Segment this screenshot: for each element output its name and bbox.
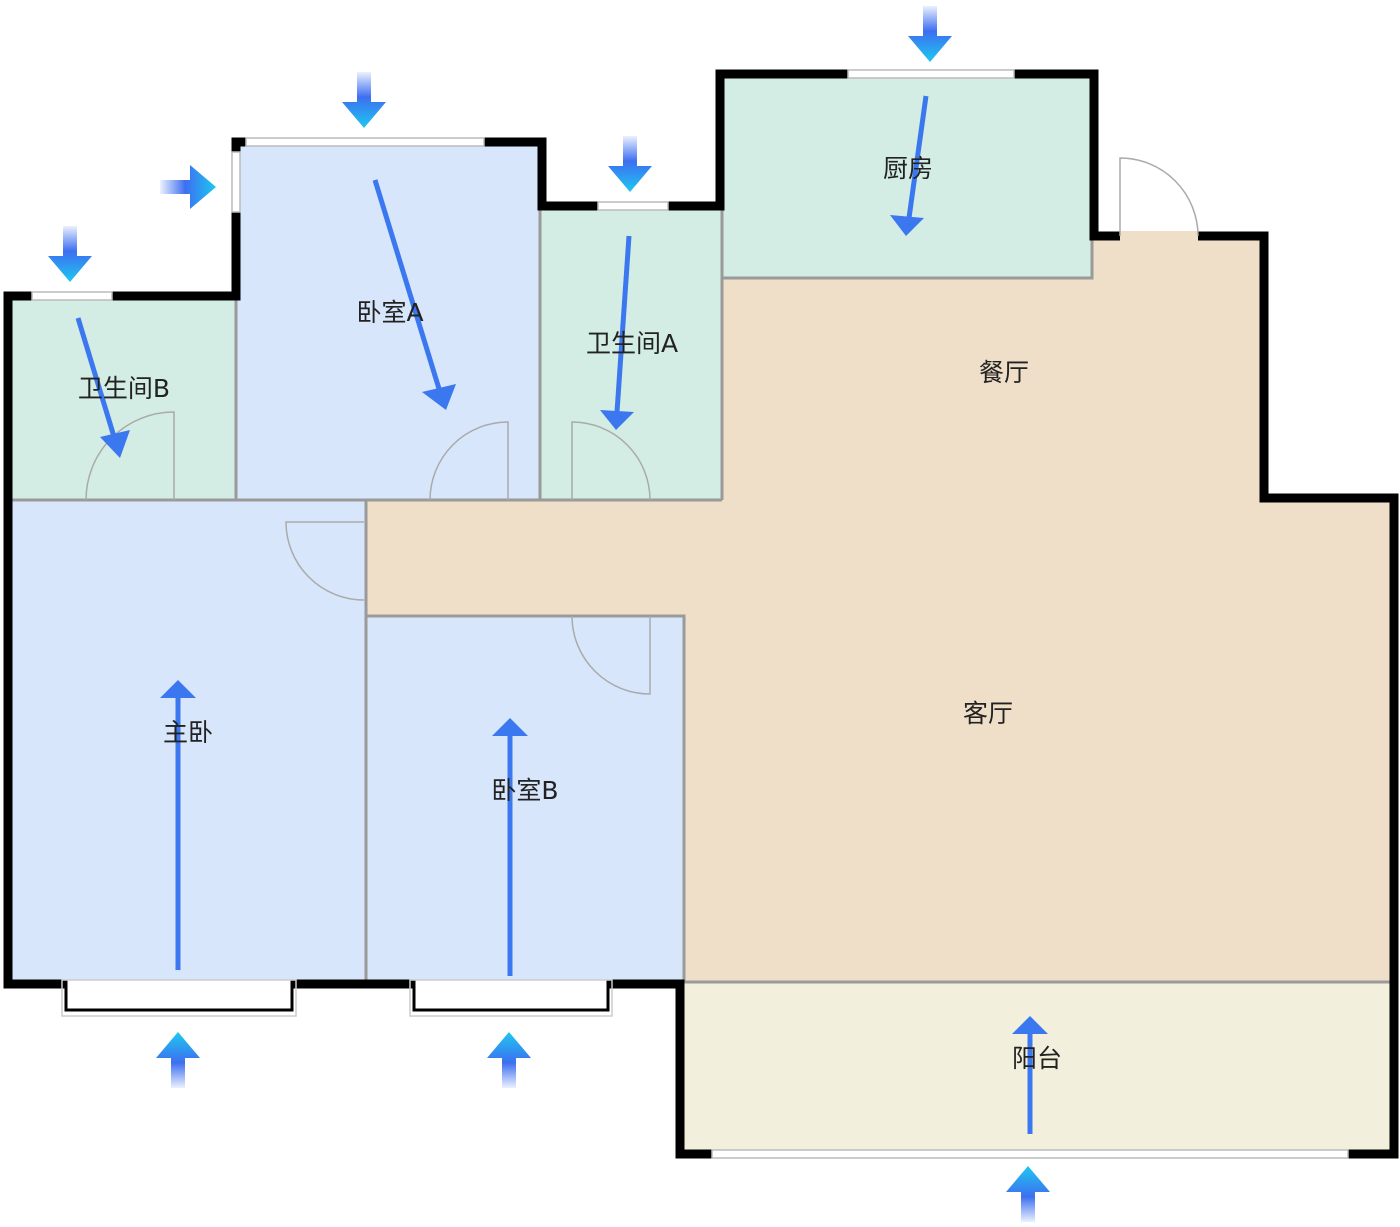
room-bedroom-a [236,146,540,500]
flow-arrow-bedroom-a [372,179,443,393]
arrowhead-icon [492,718,528,736]
label-bedroom-b: 卧室B [491,776,558,805]
arrowhead-icon [890,215,924,236]
flow-arrow-bathroom-b [75,317,118,441]
room-bathroom-a [540,208,722,500]
wind-arrow-down-icon [342,72,386,128]
wind-arrow-up-icon [156,1032,200,1088]
door-bathroom-a [571,421,651,501]
label-living: 客厅 [963,699,1013,728]
label-master-bedroom: 主卧 [163,718,213,747]
arrowhead-icon [600,410,634,430]
door-master-bedroom [285,521,365,601]
flow-arrow-bathroom-a [614,235,632,413]
window-bathroom-a [597,201,669,211]
label-bedroom-a: 卧室A [356,298,423,327]
bay-window-master [64,980,294,1012]
label-bathroom-b: 卫生间B [78,374,170,403]
label-kitchen: 厨房 [883,154,933,183]
room-bedroom-b [366,616,684,982]
wind-arrows [48,6,1050,1222]
window-balcony [711,1149,1349,1159]
wind-arrow-down-icon [48,226,92,282]
wind-arrow-down-icon [608,136,652,192]
room-labels: 卫生间B 卧室A 卫生间A 厨房 餐厅 客厅 主卧 卧室B 阳台 [78,154,1062,1073]
bay-window-bedroom-b [412,980,610,1012]
door-bedroom-b [571,615,651,695]
label-bathroom-a: 卫生间A [586,329,678,358]
window-bedroom-a-top [245,137,485,147]
wind-arrow-up-icon [1006,1166,1050,1222]
label-dining: 餐厅 [979,358,1029,387]
door-entrance [1119,157,1199,237]
room-fills [12,78,1390,1152]
arrowhead-icon [160,680,196,698]
interior-walls [12,208,1390,984]
flow-arrow-kitchen [906,95,929,219]
windows [31,69,1349,1159]
arrowhead-icon [422,384,456,410]
window-kitchen [847,69,1015,79]
label-balcony: 阳台 [1012,1044,1062,1073]
wind-arrow-up-icon [487,1032,531,1088]
room-master-bedroom [12,500,366,982]
arrowhead-icon [1012,1016,1048,1034]
room-balcony [684,982,1390,1152]
wind-arrow-right-icon [160,165,216,209]
room-kitchen [722,78,1092,278]
wind-arrow-down-icon [908,6,952,62]
room-bathroom-b [12,300,236,500]
arrowhead-icon [100,430,130,458]
room-living-dining [366,238,1390,982]
door-bedroom-a [429,421,509,501]
airflow-paths [75,95,1048,1134]
entrance-gap [1120,231,1198,241]
window-bedroom-a-side [231,151,241,213]
window-bathroom-b [31,291,113,301]
